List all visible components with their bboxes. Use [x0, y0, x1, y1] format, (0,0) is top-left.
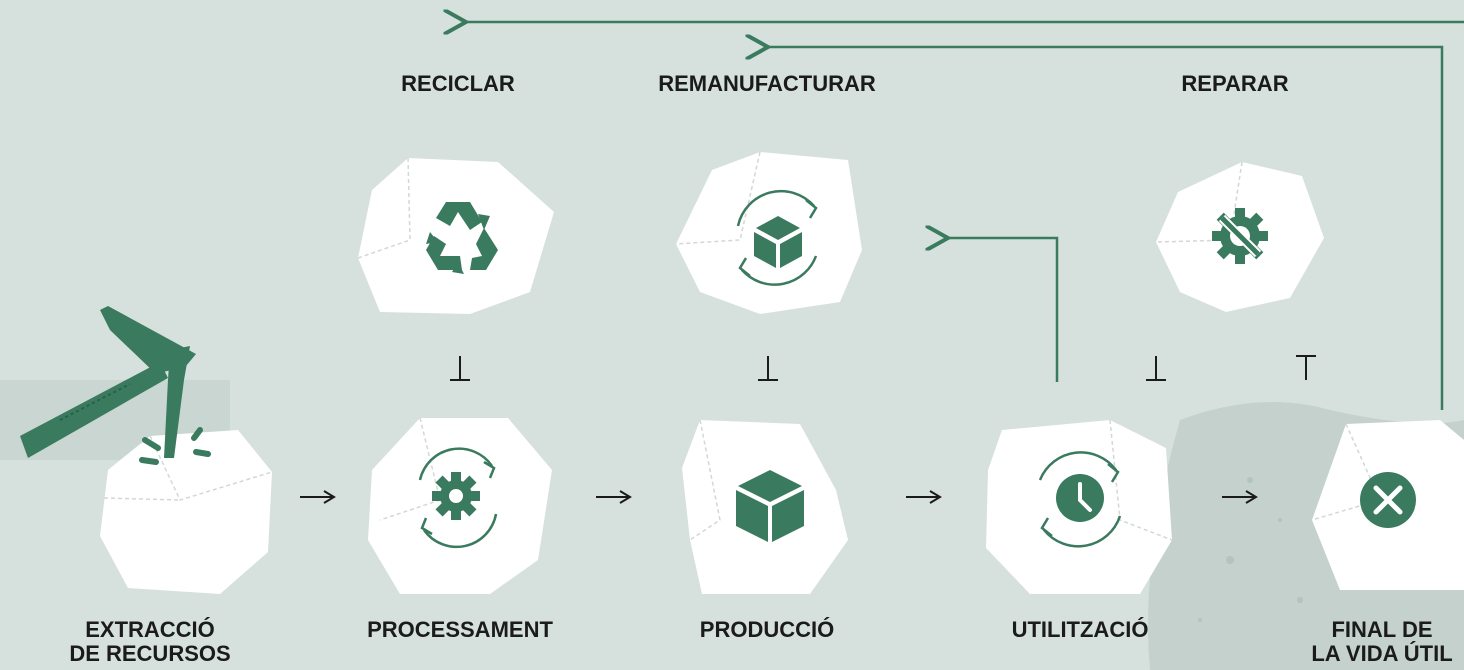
- close-circle-icon: [1360, 472, 1416, 528]
- arrow-repair-down: [1146, 356, 1166, 381]
- remanufacture-loop-arrow: [768, 47, 1444, 410]
- box-cycle-icon: [736, 189, 818, 286]
- repair-label: REPARAR: [1181, 71, 1289, 96]
- box-icon: [736, 470, 804, 542]
- recycle-icon: [426, 202, 498, 274]
- recycle-label: RECICLAR: [401, 71, 515, 96]
- end-of-life-label: FINAL DE LA VIDA ÚTIL: [1300, 618, 1464, 666]
- impact-marks-icon: [139, 427, 211, 465]
- arrow-recycle-down: [450, 356, 470, 381]
- end-of-life-label-line2: LA VIDA ÚTIL: [1311, 641, 1453, 666]
- production-label: PRODUCCIÓ: [699, 617, 835, 642]
- wrench-gear-icon: [1212, 208, 1268, 264]
- extraction-rock: [100, 430, 273, 594]
- flow-arrows: [300, 355, 1316, 504]
- processing-label: PROCESSAMENT: [367, 617, 553, 642]
- extraction-label-line2: DE RECURSOS: [69, 641, 231, 666]
- arrow-production-to-use: [906, 490, 942, 504]
- reuse-loop-arrow: [948, 238, 1059, 382]
- extraction-label-line1: EXTRACCIÓ: [85, 617, 215, 642]
- arrow-use-to-end-of-life: [1222, 490, 1258, 504]
- recycle-rock: [357, 157, 554, 314]
- arrow-end-of-life-up: [1296, 355, 1316, 380]
- use-label: UTILITZACIÓ: [1011, 617, 1149, 642]
- arrow-remanufacture-down: [758, 356, 778, 381]
- extraction-label: EXTRACCIÓ DE RECURSOS: [50, 618, 250, 666]
- end-of-life-label-line1: FINAL DE: [1331, 618, 1433, 642]
- remanufacture-label: REMANUFACTURAR: [658, 71, 876, 96]
- arrow-processing-to-production: [596, 490, 632, 504]
- arrow-extraction-to-processing: [300, 490, 336, 504]
- pickaxe-icon: [20, 306, 196, 458]
- clock-cycle-icon: [1038, 451, 1122, 548]
